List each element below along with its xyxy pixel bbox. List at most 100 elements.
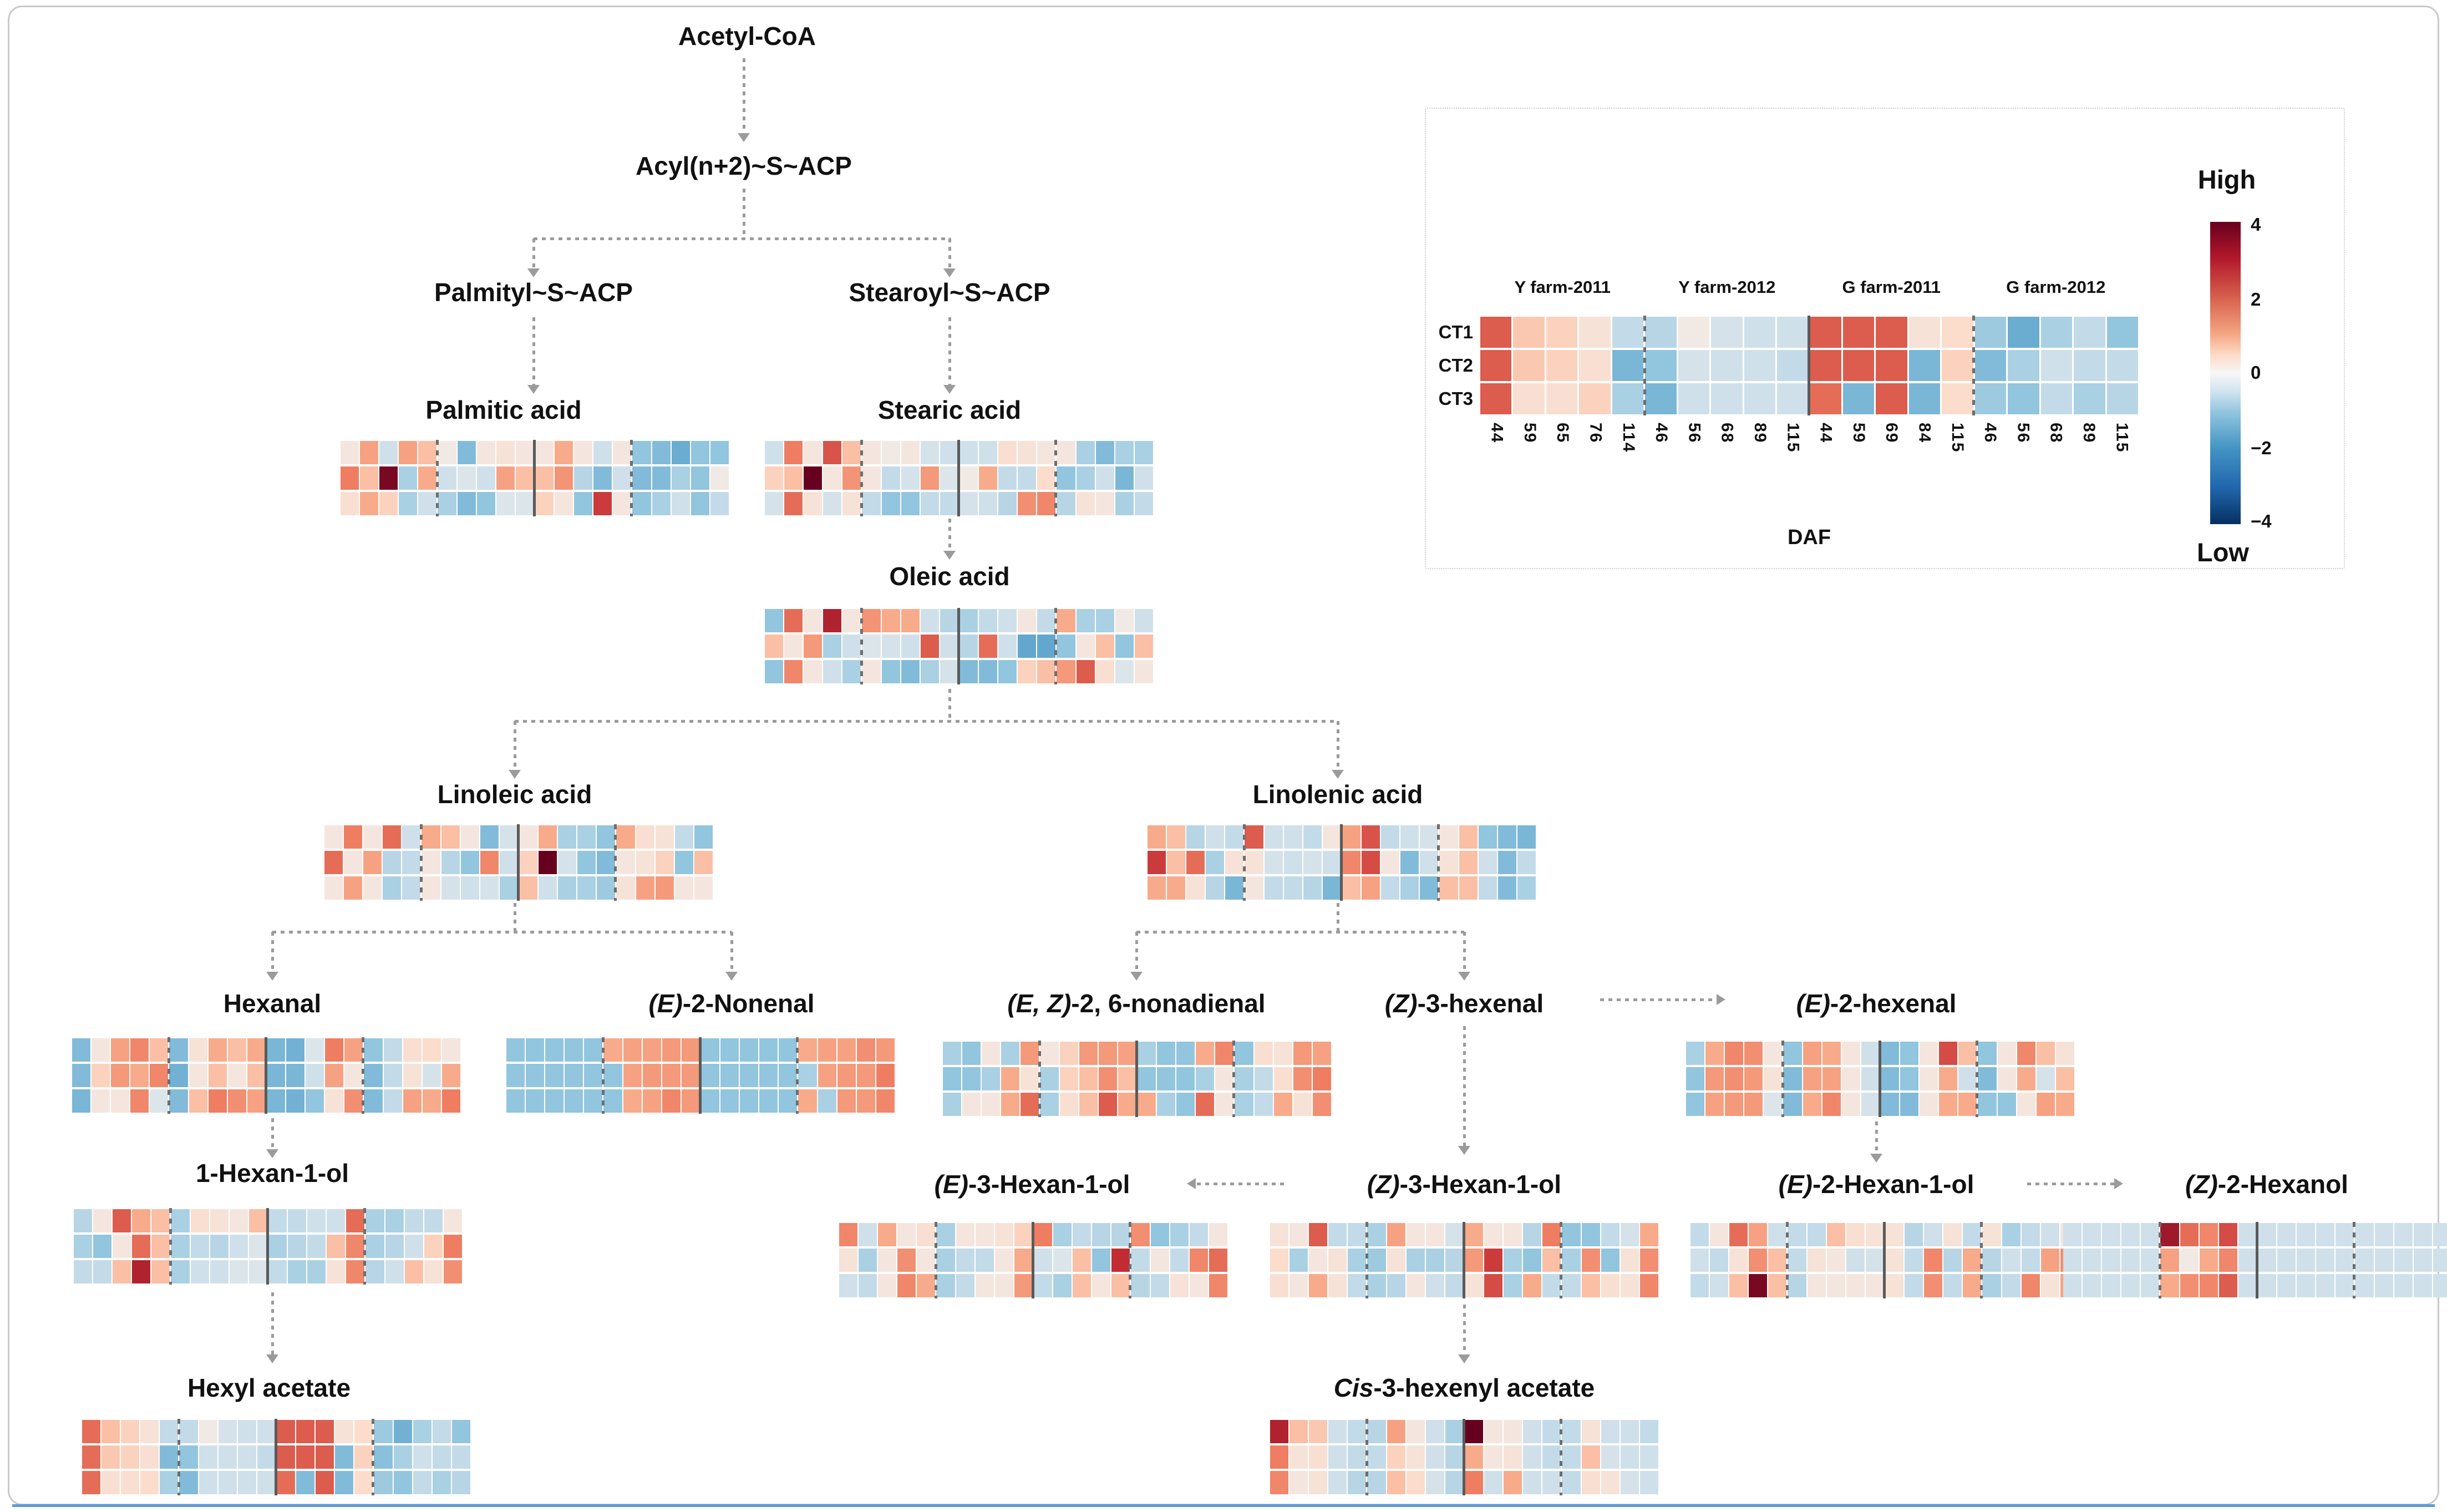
heatmap-cell	[577, 851, 596, 874]
heatmap-cell	[642, 1064, 661, 1087]
colorbar-low-label: Low	[2197, 537, 2249, 567]
heatmap-cell	[956, 1274, 974, 1297]
heatmap-cell	[574, 441, 593, 464]
group-separator-solid	[1808, 316, 1810, 415]
node-label-italic: (Z)	[2185, 1170, 2218, 1199]
heatmap-cell	[1148, 876, 1166, 900]
group-separator-dashed	[372, 1419, 374, 1495]
heatmap-cell	[1264, 876, 1283, 900]
heatmap-cell	[1186, 876, 1205, 900]
heatmap-cell	[1131, 1249, 1150, 1272]
heatmap-cell	[2277, 1274, 2296, 1297]
arrowhead-down-icon	[1458, 972, 1470, 981]
heatmap-cell	[535, 466, 554, 490]
heatmap-cell	[476, 492, 495, 515]
heatmap-cell	[1076, 609, 1095, 632]
heatmap-cell	[1542, 1471, 1561, 1494]
heatmap-cell	[1137, 1067, 1156, 1090]
heatmap-cell	[1581, 1445, 1600, 1469]
heatmap-cell	[1744, 1067, 1763, 1090]
heatmap-cell	[327, 1260, 346, 1283]
heatmap-cell	[325, 1089, 344, 1113]
heatmap-cell	[671, 492, 690, 515]
heatmap-cell	[1037, 660, 1056, 683]
heatmap-cell	[1725, 1093, 1744, 1116]
heatmap-cell	[1079, 1067, 1098, 1090]
heatmap-cell	[897, 1274, 916, 1297]
heatmap-cell	[623, 1064, 642, 1087]
heatmap-cell	[1963, 1249, 1982, 1272]
heatmap-cell	[1406, 1471, 1425, 1494]
heatmap-cell	[237, 1420, 256, 1443]
node-label: -2-Hexanol	[2217, 1170, 2348, 1199]
heatmap-linoleic-acid	[324, 824, 713, 901]
heatmap-cell	[190, 1209, 209, 1232]
heatmap-cell	[1150, 1274, 1169, 1297]
heatmap-cell	[655, 851, 674, 874]
heatmap-cell	[2433, 1274, 2447, 1297]
heatmap-cell	[959, 609, 978, 632]
heatmap-cell	[418, 441, 437, 464]
heatmap-cell	[1686, 1093, 1705, 1116]
heatmap-cell	[1040, 1042, 1059, 1065]
group-separator-solid	[266, 1208, 269, 1285]
heatmap-cell	[1523, 1223, 1542, 1246]
heatmap-cell	[1484, 1223, 1503, 1246]
heatmap-e2-hexan-1-ol	[1690, 1222, 2079, 1298]
heatmap-cell	[691, 441, 709, 464]
heatmap-cell	[1079, 1042, 1098, 1065]
heatmap-cell	[1189, 1223, 1208, 1246]
heatmap-cell	[296, 1445, 315, 1469]
heatmap-cell	[784, 660, 803, 683]
heatmap-cell	[1309, 1274, 1328, 1297]
heatmap-cell	[307, 1235, 326, 1258]
heatmap-cell	[2218, 1249, 2237, 1272]
group-separator-dashed	[1560, 1222, 1562, 1298]
heatmap-cell	[2394, 1274, 2413, 1297]
heatmap-cell	[1939, 1093, 1958, 1116]
group-separator-solid	[275, 1419, 277, 1495]
heatmap-cell	[1367, 1274, 1386, 1297]
heatmap-cell	[1562, 1223, 1581, 1246]
heatmap-cell	[1484, 1471, 1503, 1494]
heatmap-cell	[1445, 1471, 1464, 1494]
heatmap-cell	[480, 851, 499, 874]
heatmap-cell	[443, 1260, 462, 1283]
heatmap-cell	[2336, 1249, 2354, 1272]
heatmap-cell	[506, 1038, 525, 1062]
heatmap-cell	[998, 635, 1017, 658]
heatmap-cell	[674, 851, 693, 874]
heatmap-cell	[878, 1274, 897, 1297]
node-e2-hexenal: (E)-2-hexenal	[1796, 988, 1957, 1018]
heatmap-cell	[940, 466, 958, 490]
heatmap-cell	[1134, 441, 1153, 464]
heatmap-cell	[286, 1064, 305, 1087]
heatmap-cell	[383, 851, 402, 874]
heatmap-cell	[1387, 1420, 1405, 1443]
heatmap-cell	[897, 1223, 916, 1246]
heatmap-cell	[1810, 317, 1841, 348]
heatmap-cell	[1131, 1223, 1150, 1246]
heatmap-cell	[1924, 1274, 1943, 1297]
heatmap-cell	[652, 466, 671, 490]
heatmap-cell	[403, 1038, 422, 1062]
heatmap-cell	[1322, 851, 1341, 874]
heatmap-cell	[385, 1209, 404, 1232]
node-z3-hexan-1-ol: (Z)-3-Hexan-1-ol	[1367, 1169, 1561, 1199]
heatmap-cell	[584, 1064, 603, 1087]
group-separator-dashed	[935, 1222, 937, 1298]
heatmap-cell	[1137, 1093, 1156, 1116]
group-separator-solid	[1340, 824, 1343, 901]
heatmap-cell	[779, 1038, 798, 1062]
heatmap-cell	[1018, 441, 1037, 464]
heatmap-cell	[344, 1089, 363, 1113]
heatmap-cell	[565, 1064, 583, 1087]
heatmap-cell	[1076, 492, 1095, 515]
heatmap-cell	[1014, 1249, 1033, 1272]
heatmap-cell	[1620, 1223, 1639, 1246]
heatmap-cell	[1639, 1471, 1658, 1494]
heatmap-cell	[1768, 1223, 1787, 1246]
heatmap-cell	[710, 466, 729, 490]
heatmap-cell	[2083, 1274, 2101, 1297]
heatmap-cell	[2199, 1223, 2218, 1246]
